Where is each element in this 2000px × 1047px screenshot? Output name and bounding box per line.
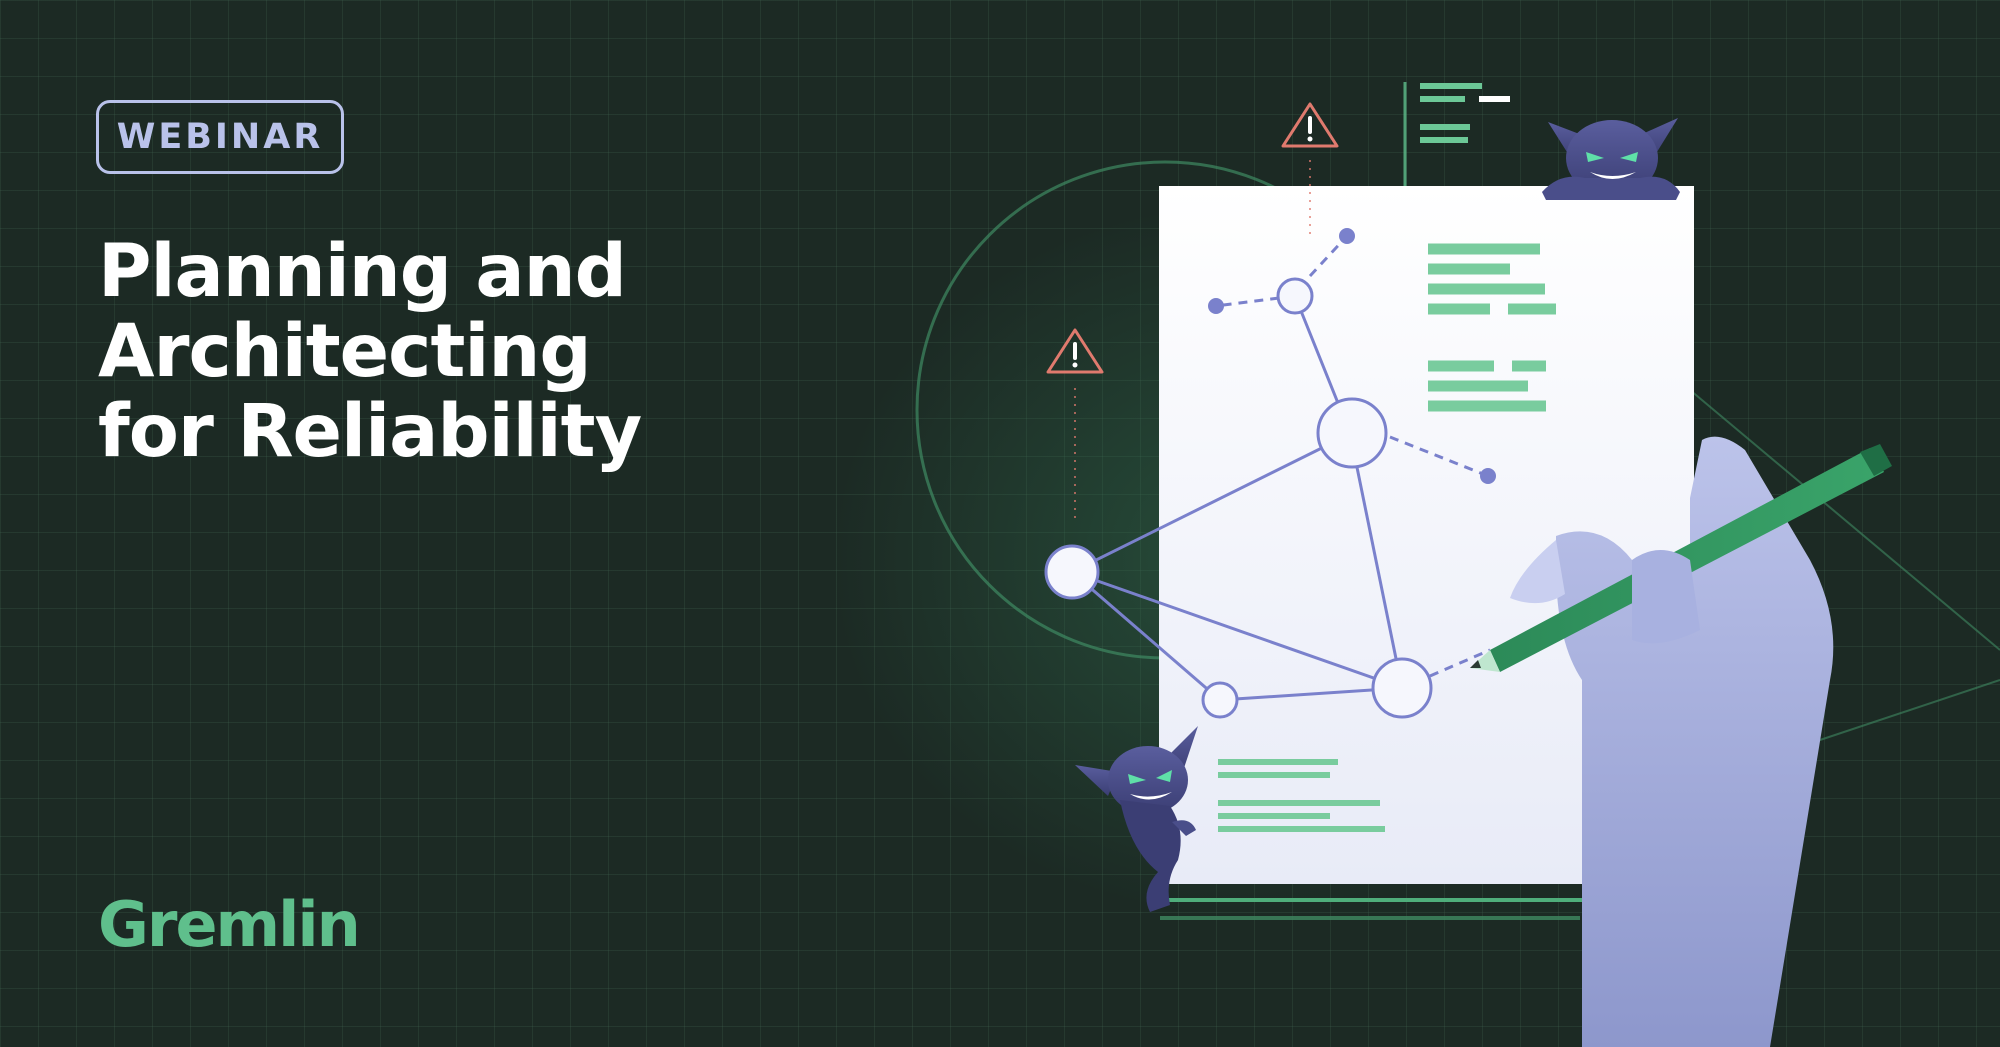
network-node	[1276, 277, 1314, 315]
document-footer-lines	[1218, 759, 1545, 832]
gremlin-mascot-icon	[1542, 118, 1680, 200]
title-line-2: for Reliability	[98, 389, 642, 474]
warning-icon	[1281, 102, 1339, 235]
network-node	[1371, 657, 1433, 719]
decor-line	[1789, 679, 2000, 751]
network-nodes	[1044, 277, 1433, 719]
document-text-lines	[1428, 243, 1640, 412]
code-lines-top	[1420, 83, 1560, 143]
network-node	[1044, 544, 1100, 600]
decor-line	[1689, 389, 2000, 651]
gremlin-mascot-icon	[1075, 726, 1198, 912]
webinar-badge: WEBINAR	[96, 100, 344, 174]
hand-thumb	[1632, 550, 1700, 644]
network-node	[1316, 397, 1388, 469]
network-endpoints	[1208, 228, 1496, 484]
webinar-badge-label: WEBINAR	[116, 117, 324, 157]
title-line-1: Planning and Architecting	[98, 229, 627, 394]
page-title: Planning and Architecting for Reliabilit…	[98, 232, 998, 472]
network-node	[1201, 681, 1239, 719]
warning-icon	[1046, 328, 1104, 518]
gremlin-logo: Gremlin	[98, 888, 361, 961]
